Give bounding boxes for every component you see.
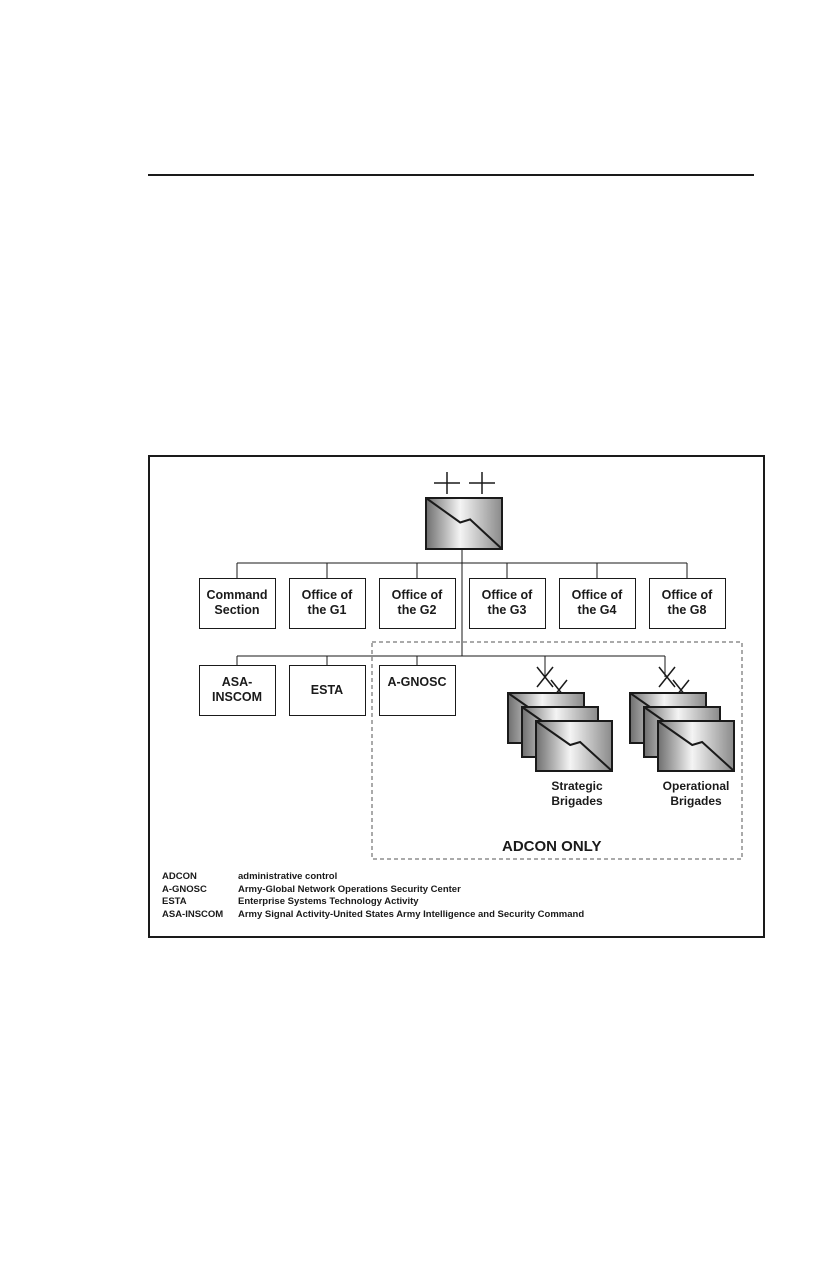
legend-definition: administrative control [238,871,338,882]
staff-box [199,578,276,629]
subordinate-box [199,665,276,716]
legend-abbr: ESTA [162,896,187,908]
esta-label: ESTA [310,682,344,697]
legend-abbr: A-GNOSC [162,883,207,895]
office-g2-label: Office of the G2 [391,588,443,617]
lightning-mark [535,720,613,772]
office-g4-label: Office of the G4 [571,588,623,617]
a-gnosc-label: A-GNOSC [387,675,447,689]
staff-box [559,578,636,629]
legend: ADCON administrative control A-GNOSC Army-… [162,871,584,921]
operational-brigades-label: Operational Brigades [662,779,730,808]
legend-definition: Army-Global Network Operations Security … [238,883,461,895]
figure-frame [148,455,765,938]
asa-inscom-label: ASA- INSCOM [212,675,262,704]
unit-symbols [425,497,735,772]
staff-box [469,578,546,629]
lightning-mark [425,497,503,550]
command-section-label: Command Section [206,588,268,617]
adcon-only-title: ADCON ONLY [502,838,602,855]
legend-abbr: ADCON [162,871,197,882]
office-g3-label: Office of the G3 [481,588,533,617]
adcon-region [371,641,743,860]
unit-boxes [199,578,743,860]
echelon-x-stroke [658,666,676,688]
legend-row: ESTA Enterprise Systems Technology Activi… [162,896,584,909]
office-g1-label: Office of the G1 [301,588,353,617]
legend-abbr: ASA-INSCOM [162,908,224,920]
header-rule [148,174,754,176]
subordinate-box [379,665,456,716]
lightning-mark [657,720,735,772]
legend-definition: Enterprise Systems Technology Activity [238,896,419,908]
staff-box [649,578,726,629]
subordinate-box [289,665,366,716]
legend-row: A-GNOSC Army-Global Network Operations Se… [162,884,584,897]
strategic-brigades-label: Strategic Brigades [551,779,603,808]
legend-definition: Army Signal Activity-United States Army … [238,908,585,920]
office-g8-label: Office of the G8 [661,588,713,617]
staff-box [289,578,366,629]
legend-row: ASA-INSCOM Army Signal Activity-United St… [162,909,584,922]
staff-box [379,578,456,629]
echelon-x-stroke [536,666,554,688]
legend-row: ADCON administrative control [162,871,584,884]
